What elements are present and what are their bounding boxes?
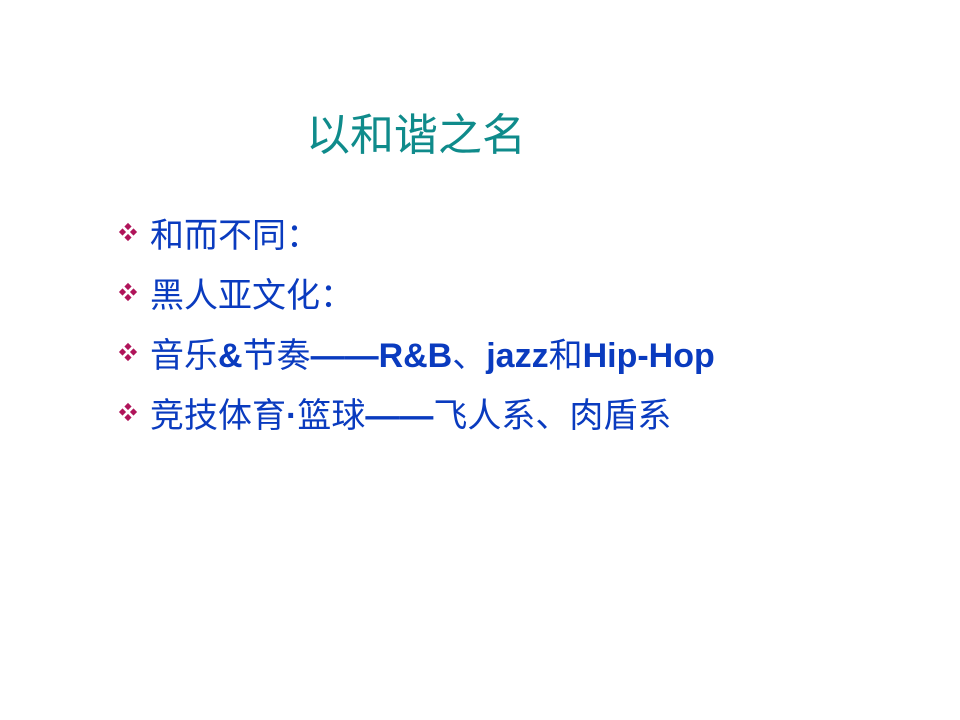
- bullet-text-part: jazz: [486, 336, 549, 375]
- bullet-text-part: 、: [452, 335, 487, 376]
- bullet-text: 和而不同：: [150, 208, 320, 257]
- bullet-text: 黑人亚文化：: [150, 268, 354, 317]
- bullet-item: 黑人亚文化：: [118, 262, 715, 322]
- bullet-item: 竞技体育·篮球——飞人系、肉盾系: [118, 382, 715, 442]
- bullet-text-part: &: [218, 336, 243, 375]
- four-diamond-bullet-icon: [118, 402, 138, 422]
- bullet-text-part: 音乐: [150, 335, 218, 376]
- bullet-text-part: 和而不同：: [150, 215, 320, 256]
- bullet-text-part: 飞人系、肉盾系: [433, 395, 672, 436]
- bullet-text-part: 篮球: [297, 395, 366, 436]
- bullet-item: 和而不同：: [118, 202, 715, 262]
- slide-title: 以和谐之名: [306, 110, 526, 161]
- bullet-text: 音乐&节奏——R&B、jazz和Hip-Hop: [150, 328, 715, 377]
- bullet-text-part: 黑人亚文化：: [150, 275, 354, 316]
- bullet-text-part: ·: [286, 396, 298, 435]
- four-diamond-bullet-icon: [118, 342, 138, 362]
- bullet-text-part: 和: [548, 335, 583, 376]
- four-diamond-bullet-icon: [118, 282, 138, 302]
- bullet-text: 竞技体育·篮球——飞人系、肉盾系: [150, 388, 671, 437]
- bullet-text-part: 节奏: [242, 335, 311, 376]
- bullet-list: 和而不同： 黑人亚文化： 音乐&节奏——R&B、jazz和Hip-Hop 竞技体…: [118, 202, 715, 442]
- bullet-text-part: 竞技体育: [150, 395, 286, 436]
- bullet-item: 音乐&节奏——R&B、jazz和Hip-Hop: [118, 322, 715, 382]
- bullet-text-part: ——R&B: [310, 336, 453, 375]
- bullet-text-part: Hip-Hop: [582, 336, 715, 375]
- four-diamond-bullet-icon: [118, 222, 138, 242]
- bullet-text-part: ——: [365, 396, 434, 435]
